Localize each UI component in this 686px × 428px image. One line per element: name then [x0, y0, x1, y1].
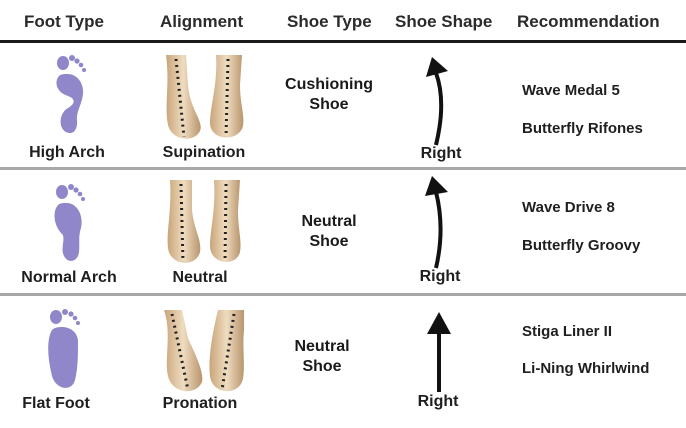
- shoe-type-line2: Shoe: [309, 233, 349, 250]
- header-divider: [0, 40, 686, 43]
- footprint-high-arch-icon: [56, 55, 86, 134]
- shoe-type-line1: Neutral: [301, 213, 357, 230]
- shoe-type-label: Neutral Shoe: [294, 337, 349, 377]
- recommendation-item: Butterfly Groovy: [522, 237, 641, 254]
- header-shoe-shape: Shoe Shape: [395, 12, 493, 31]
- curved-arrow-icon: [426, 57, 448, 146]
- foot-type-label: Flat Foot: [22, 395, 90, 412]
- row-divider-2: [0, 293, 686, 296]
- shoe-type-label: Cushioning Shoe: [285, 75, 373, 115]
- row-divider-1: [0, 167, 686, 170]
- recommendation-item: Li-Ning Whirlwind: [522, 360, 650, 377]
- straight-arrow-icon: [427, 312, 451, 392]
- recommendation-item: Wave Medal 5: [522, 82, 620, 99]
- shoe-type-line2: Shoe: [302, 358, 342, 375]
- heel-supination-icon: [166, 55, 244, 139]
- alignment-label: Pronation: [162, 395, 238, 412]
- curved-arrow-icon: [425, 176, 448, 269]
- header-foot-type: Foot Type: [24, 12, 104, 31]
- footprint-flat-icon: [48, 309, 80, 388]
- shoe-shape-label: Right: [417, 393, 459, 410]
- footprint-normal-arch-icon: [54, 184, 85, 261]
- shoe-type-line1: Neutral: [294, 338, 350, 355]
- shoe-type-line2: Shoe: [309, 96, 349, 113]
- foot-type-label: High Arch: [29, 144, 105, 161]
- recommendation-item: Butterfly Rifones: [522, 120, 643, 137]
- heel-neutral-icon: [167, 180, 241, 263]
- shoe-shape-label: Right: [419, 268, 461, 285]
- recommendation-item: Stiga Liner II: [522, 323, 613, 340]
- header-alignment: Alignment: [160, 12, 244, 31]
- shoe-type-label: Neutral Shoe: [301, 212, 356, 252]
- foot-type-label: Normal Arch: [21, 269, 117, 286]
- recommendation-item: Wave Drive 8: [522, 199, 615, 216]
- alignment-label: Supination: [162, 144, 246, 161]
- alignment-label: Neutral: [172, 269, 228, 286]
- header-shoe-type: Shoe Type: [287, 12, 372, 31]
- shoe-type-line1: Cushioning: [285, 76, 373, 93]
- heel-pronation-icon: [164, 310, 244, 392]
- shoe-shape-label: Right: [420, 145, 462, 162]
- header-recommendation: Recommendation: [517, 12, 660, 31]
